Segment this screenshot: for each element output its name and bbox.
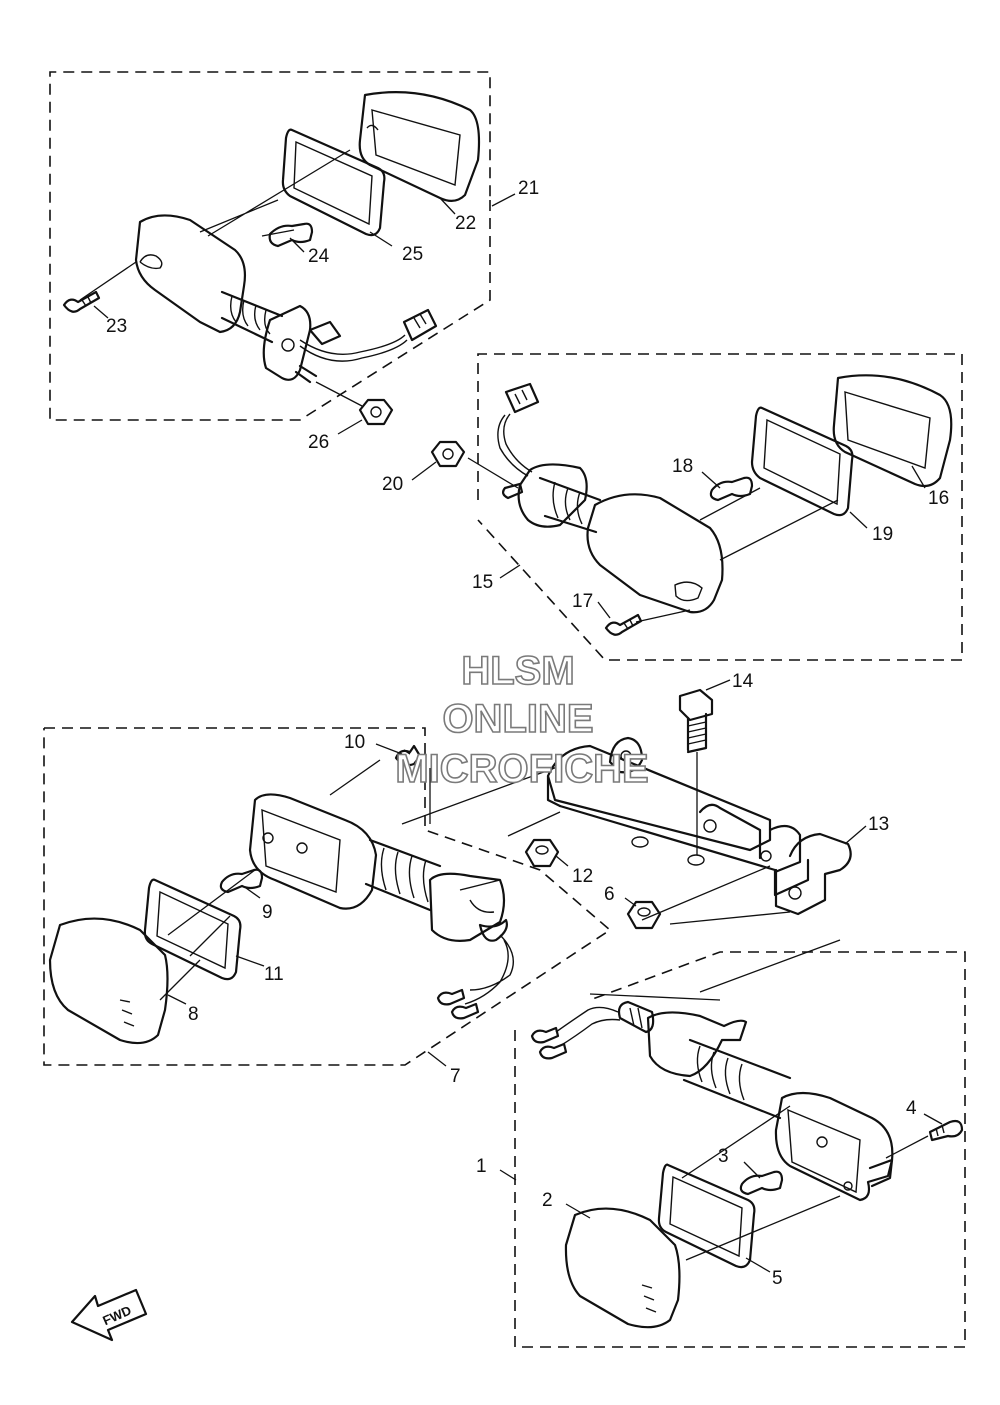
callout-22: 22 — [455, 213, 476, 234]
fwd-label: FWD — [100, 1303, 133, 1329]
assembly-21-box — [49, 71, 491, 421]
assembly-7-box — [43, 727, 612, 1066]
bracket-13 — [401, 736, 852, 993]
watermark-line-1: HLSM — [461, 649, 574, 693]
leader-lines — [93, 193, 943, 1273]
watermark-line-3: MICROFICHE — [395, 747, 648, 791]
callout-20: 20 — [382, 474, 403, 495]
callout-2: 2 — [542, 1190, 553, 1211]
callout-9: 9 — [262, 902, 273, 923]
watermark: HLSM ONLINE MICROFICHE — [395, 648, 650, 792]
callout-16: 16 — [928, 488, 949, 509]
callout-6: 6 — [604, 884, 615, 905]
fwd-arrow-icon: FWD — [70, 1288, 148, 1342]
callout-5: 5 — [772, 1268, 783, 1289]
callout-7: 7 — [450, 1066, 461, 1087]
callout-17: 17 — [572, 591, 593, 612]
callout-24: 24 — [308, 246, 330, 267]
assembly-1-box — [514, 951, 966, 1348]
nut-12 — [524, 838, 560, 868]
rear-flasher-21 — [62, 91, 481, 426]
callout-1: 1 — [476, 1156, 487, 1177]
callout-11: 11 — [264, 964, 284, 985]
watermark-line-2: ONLINE — [442, 697, 593, 741]
nut-6 — [626, 900, 662, 930]
callout-23: 23 — [106, 316, 127, 337]
callout-labels: 21 22 25 24 23 26 20 18 16 19 15 17 14 1… — [106, 178, 949, 1289]
callout-19: 19 — [872, 524, 893, 545]
callout-26: 26 — [308, 432, 329, 453]
callout-12: 12 — [572, 866, 593, 887]
callout-10: 10 — [344, 732, 365, 753]
front-flasher-15 — [430, 374, 953, 636]
callout-25: 25 — [402, 244, 423, 265]
callout-4: 4 — [906, 1098, 917, 1119]
front-flasher-7 — [48, 744, 514, 1045]
bolt-14 — [678, 688, 714, 855]
assembly-15-box — [477, 353, 963, 661]
callout-8: 8 — [188, 1004, 199, 1025]
callout-3: 3 — [718, 1146, 729, 1167]
front-flasher-1 — [530, 993, 964, 1329]
callout-14: 14 — [732, 671, 754, 692]
callout-18: 18 — [672, 456, 693, 477]
callout-13: 13 — [868, 814, 889, 835]
callout-21: 21 — [518, 178, 539, 199]
callout-15: 15 — [472, 572, 493, 593]
